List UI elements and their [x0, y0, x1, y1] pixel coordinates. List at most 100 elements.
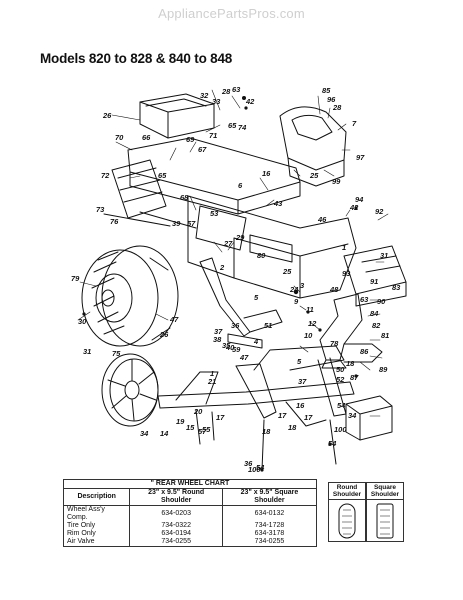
- callout-label: 30: [78, 317, 87, 326]
- callout-label: 39: [172, 219, 181, 228]
- square-shoulder-label: Square Shoulder: [367, 483, 403, 500]
- callout-label: 96: [327, 95, 336, 104]
- hardware-dots: [82, 96, 358, 472]
- table-row: Tire Only 734-0322 734-1728: [62, 522, 318, 530]
- callout-label: 25: [309, 171, 319, 180]
- callout-label: 74: [238, 123, 247, 132]
- battery-drawing: [343, 245, 407, 307]
- callout-label: 46: [317, 215, 327, 224]
- callout-label: 99: [332, 177, 341, 186]
- callout-label: 16: [296, 401, 305, 410]
- callout-label: 10: [304, 331, 313, 340]
- callout-label: 25: [282, 267, 292, 276]
- row-description: Air Valve: [62, 538, 131, 547]
- callout-label: 16: [262, 169, 271, 178]
- callout-label: 47: [239, 353, 249, 362]
- table-row: Wheel Ass'y Comp. 634-0203 634-0132: [62, 505, 318, 522]
- col-square-shoulder: 23" x 9.5" Square Shoulder: [221, 488, 318, 506]
- part-number: 734-0322: [129, 522, 223, 530]
- callout-label: 4: [253, 337, 259, 346]
- part-number: 634-0132: [221, 505, 318, 522]
- callout-label: 27: [223, 239, 233, 248]
- square-shoulder-icon: [376, 503, 394, 539]
- callout-label: 82: [372, 321, 381, 330]
- round-shoulder-icon: [338, 503, 356, 539]
- callout-label: 72: [101, 171, 110, 180]
- callout-label: 20: [193, 407, 203, 416]
- row-description: Rim Only: [62, 530, 131, 538]
- callout-label: 63: [360, 295, 369, 304]
- table-row: Rim Only 634-0194 634-3178: [62, 530, 318, 538]
- chart-caption: " REAR WHEEL CHART: [63, 479, 317, 489]
- callout-label: 75: [112, 349, 121, 358]
- callout-label: 69: [186, 135, 195, 144]
- part-number: 634-3178: [221, 530, 318, 538]
- callout-label: 5: [297, 357, 302, 366]
- callout-label: 84: [370, 309, 379, 318]
- square-shoulder-legend: Square Shoulder: [366, 482, 404, 542]
- callout-label: 18: [288, 423, 297, 432]
- callout-label: 80: [257, 251, 266, 260]
- callout-label: 42: [349, 203, 359, 212]
- callout-label: 67: [198, 145, 207, 154]
- callout-label: 55: [202, 425, 211, 434]
- row-description: Wheel Ass'y Comp.: [62, 505, 131, 522]
- rear-wheel-chart: " REAR WHEEL CHART Description 23" x 9.5…: [62, 479, 318, 547]
- callout-label: 18: [346, 359, 355, 368]
- callout-label: 31: [380, 251, 388, 260]
- col-round-shoulder: 23" x 9.5" Round Shoulder: [129, 488, 223, 506]
- callout-label: 54: [256, 463, 265, 472]
- callout-label: 15: [186, 423, 195, 432]
- callout-label: 26: [159, 330, 169, 339]
- callout-label: 76: [110, 217, 119, 226]
- callout-label: 3: [300, 281, 305, 290]
- callout-label: 17: [278, 411, 287, 420]
- callout-label: 78: [330, 339, 339, 348]
- callout-label: 85: [322, 86, 331, 95]
- callout-label: 73: [96, 205, 105, 214]
- callout-label: 65: [228, 121, 237, 130]
- part-number: 634-0203: [129, 505, 223, 522]
- callout-label: 81: [381, 331, 389, 340]
- callout-label: 17: [216, 413, 225, 422]
- front-axle-drawing: [157, 345, 355, 471]
- callout-label: 87: [350, 373, 359, 382]
- callout-label: 50: [336, 365, 345, 374]
- callout-label: 63: [232, 85, 241, 94]
- callout-label: 36: [244, 459, 253, 468]
- callout-label: 35: [222, 341, 231, 350]
- pedal-drawing: [199, 257, 283, 349]
- callout-label: 54: [328, 439, 337, 448]
- callout-label: 71: [209, 131, 217, 140]
- callout-label: 17: [304, 413, 313, 422]
- callout-label: 68: [180, 193, 189, 202]
- callout-label: 53: [210, 209, 219, 218]
- callout-label: 43: [273, 199, 283, 208]
- round-shoulder-legend: Round Shoulder: [328, 482, 366, 542]
- callout-label: 34: [140, 429, 149, 438]
- callout-label: 24: [289, 285, 299, 294]
- hubcap-drawing: [101, 353, 159, 427]
- rear-wheel-drawing: [81, 245, 179, 347]
- callout-label: 34: [348, 411, 357, 420]
- callout-label: 29: [235, 233, 245, 242]
- site-watermark: AppliancePartsPros.com: [158, 6, 305, 21]
- callout-label: 37: [214, 327, 223, 336]
- callout-label: 6: [238, 181, 243, 190]
- callout-label: 52: [336, 375, 345, 384]
- callout-label: 97: [356, 153, 365, 162]
- hood-drawing: [279, 106, 347, 187]
- callout-label: 100: [334, 425, 347, 434]
- callout-label: 9: [294, 297, 299, 306]
- callout-label: 38: [213, 335, 222, 344]
- callout-label: 1: [210, 369, 214, 378]
- callout-label: 11: [306, 305, 314, 314]
- callout-label: 100: [248, 465, 261, 474]
- leader-lines: [77, 89, 389, 417]
- callout-label: 83: [392, 283, 401, 292]
- seat-drawing: [139, 93, 215, 139]
- callout-label: 28: [332, 103, 342, 112]
- callout-label: 37: [298, 377, 307, 386]
- callout-label: 94: [355, 195, 364, 204]
- callout-label: 47: [169, 315, 179, 324]
